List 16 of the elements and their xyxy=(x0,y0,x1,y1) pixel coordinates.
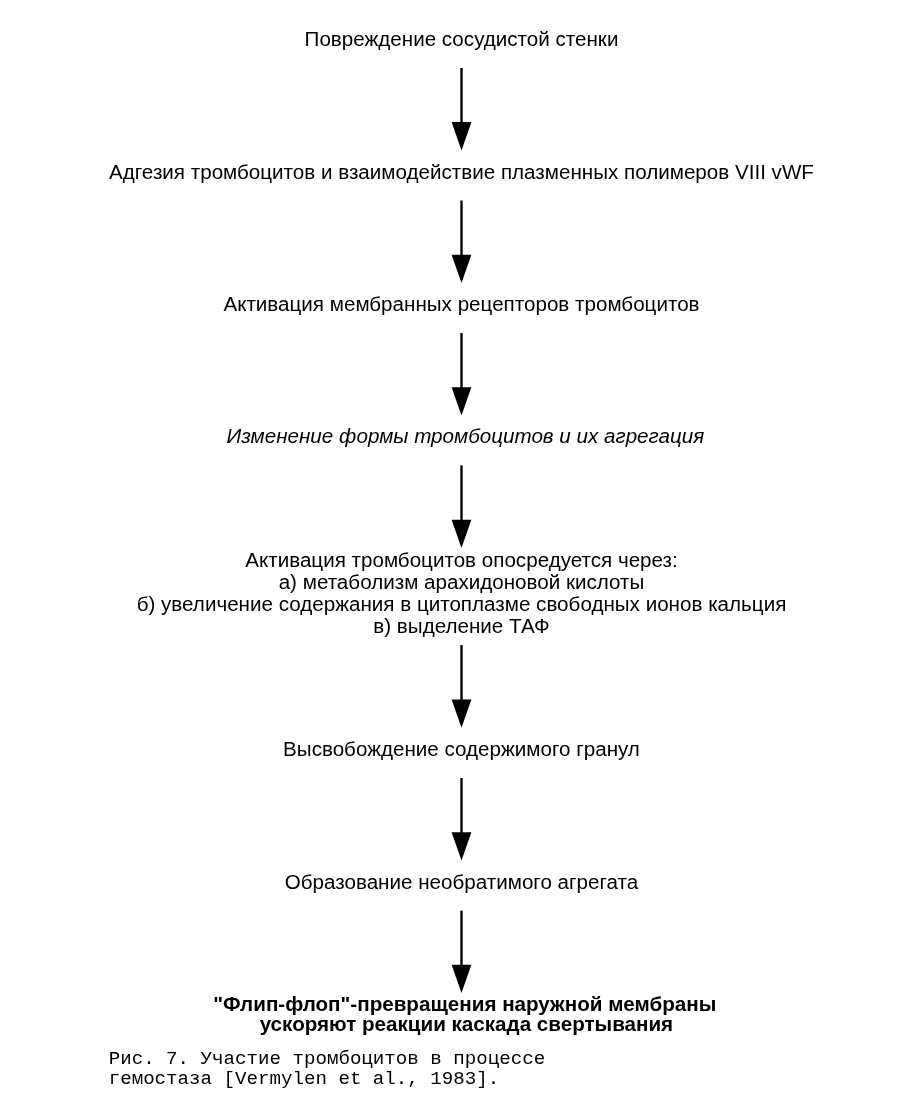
arrow xyxy=(451,333,471,416)
arrow xyxy=(451,200,471,284)
node-text: "Флип-флоп"-превращения наружной мембраны ускоряют реакции каскада свертывания xyxy=(212,991,716,1036)
node-text: Активация тромбоцитов опосредуется через: а) метаболизм арахидоновой кислоты б) увеличение содержания в цитоплазме свободных ионов кальция в) выделение ТАФ xyxy=(136,548,786,638)
node-text: Высвобождение содержимого гранул xyxy=(282,737,640,761)
arrow xyxy=(451,645,471,728)
arrow xyxy=(451,67,471,151)
caption: Рис. 7. Участие тромбоцитов в процессе гемостаза [Vermylen et al., 1983]. xyxy=(108,1047,545,1091)
node-text: Активация мембранных рецепторов тромбоцитов xyxy=(222,292,700,316)
arrow xyxy=(451,910,471,994)
node-text: Адгезия тромбоцитов и взаимодействие плазменных полимеров VIII vWF xyxy=(108,159,814,183)
arrow xyxy=(451,778,471,861)
arrow xyxy=(451,465,471,548)
node-text: Изменение формы тромбоцитов и их агрегация xyxy=(226,423,704,447)
node-text: Образование необратимого агрегата xyxy=(284,869,638,893)
node-text: Повреждение сосудистой стенки xyxy=(304,27,618,51)
